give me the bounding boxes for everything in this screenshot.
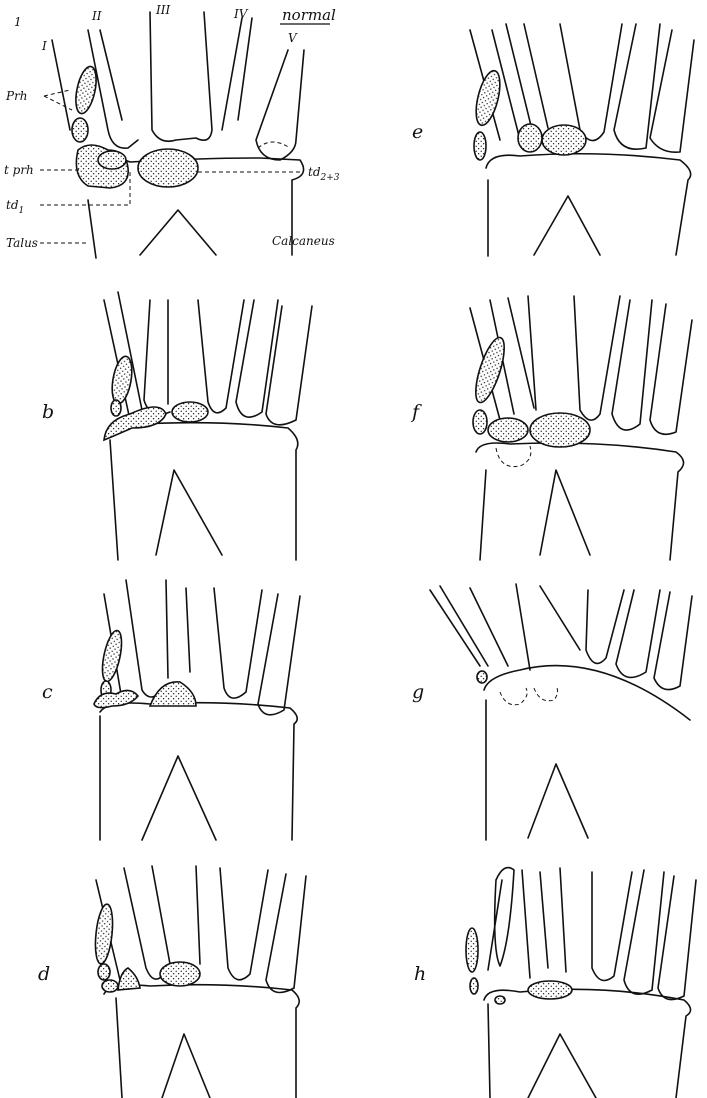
digit-label-iv: IV — [233, 7, 249, 21]
prehallux-proximal — [470, 978, 478, 994]
prehallux-proximal — [474, 132, 486, 160]
talus-calcaneus — [110, 423, 298, 560]
prehallux-remnant — [477, 671, 487, 683]
prehallux-distal — [466, 928, 478, 972]
metatarsals — [430, 584, 692, 690]
label-talus: Talus — [6, 236, 38, 250]
panel-letter-b: b — [42, 401, 54, 423]
tarsale-1 — [518, 124, 542, 152]
label-calcaneus: Calcaneus — [272, 234, 335, 248]
digit-label-i: I — [41, 39, 47, 53]
prehallux-distal — [109, 355, 135, 405]
tarsale-2-3 — [150, 682, 196, 706]
digit-label-v: V — [288, 31, 298, 45]
panel-letter-f: f — [410, 401, 422, 423]
talus-calcaneus — [104, 985, 299, 1098]
panel-letter-d: d — [38, 963, 50, 985]
tarsale-1 — [488, 418, 528, 442]
tarsal-prehallux — [102, 980, 118, 992]
prehallux-distal — [72, 65, 100, 116]
prehallux-distal — [93, 903, 115, 964]
label-td1: td1 — [6, 198, 24, 216]
prehallux-proximal — [473, 410, 487, 434]
talus-calcaneus — [484, 989, 691, 1098]
tarsale-2-3 — [528, 981, 572, 999]
talus-calcaneus — [476, 443, 684, 560]
panel-letter-g: g — [412, 681, 424, 703]
talus-calcaneus — [100, 703, 297, 840]
panel-h: h — [414, 868, 696, 1098]
digit-label-iii: III — [155, 3, 170, 17]
normal-label: normal — [282, 6, 336, 24]
label-td23: td2+3 — [308, 165, 340, 183]
figure-number: 1 — [14, 15, 22, 29]
panel-e: e — [412, 24, 694, 256]
label-tprh: t prh — [4, 163, 34, 177]
panel-g: g — [412, 584, 692, 840]
metatarsals — [470, 296, 692, 434]
tarsale-2-3 — [138, 149, 198, 187]
prehallux-distal — [472, 68, 505, 127]
panel-c: c — [42, 580, 300, 840]
metatarsals — [488, 868, 696, 1000]
metatarsals — [104, 292, 312, 425]
tarsale-2-3 — [160, 962, 200, 986]
panel-letter-e: e — [412, 121, 423, 143]
prehallux-proximal — [98, 964, 110, 980]
talus-calcaneus — [486, 154, 691, 256]
tarsale-2-3 — [542, 125, 586, 155]
prehallux-proximal — [111, 400, 121, 416]
tarsale-1 — [98, 151, 126, 169]
tarsale-1 — [118, 968, 140, 990]
tarsale-2-3 — [530, 413, 590, 447]
panel-letter-c: c — [42, 681, 53, 703]
tarsal-prehallux — [495, 996, 505, 1004]
label-prh: Prh — [5, 89, 28, 103]
talus-calcaneus — [484, 666, 690, 840]
panel-d: d — [38, 866, 306, 1098]
prehallux-distal — [99, 629, 125, 683]
panel-b: b — [42, 292, 312, 560]
digit-label-ii: II — [91, 9, 102, 23]
panel-a-normal: 1 I II III IV V normal — [4, 3, 340, 258]
tarsale-2-3 — [172, 402, 208, 422]
prehallux-proximal — [72, 118, 88, 142]
panel-letter-h: h — [414, 963, 426, 985]
panel-f: f — [410, 296, 692, 560]
